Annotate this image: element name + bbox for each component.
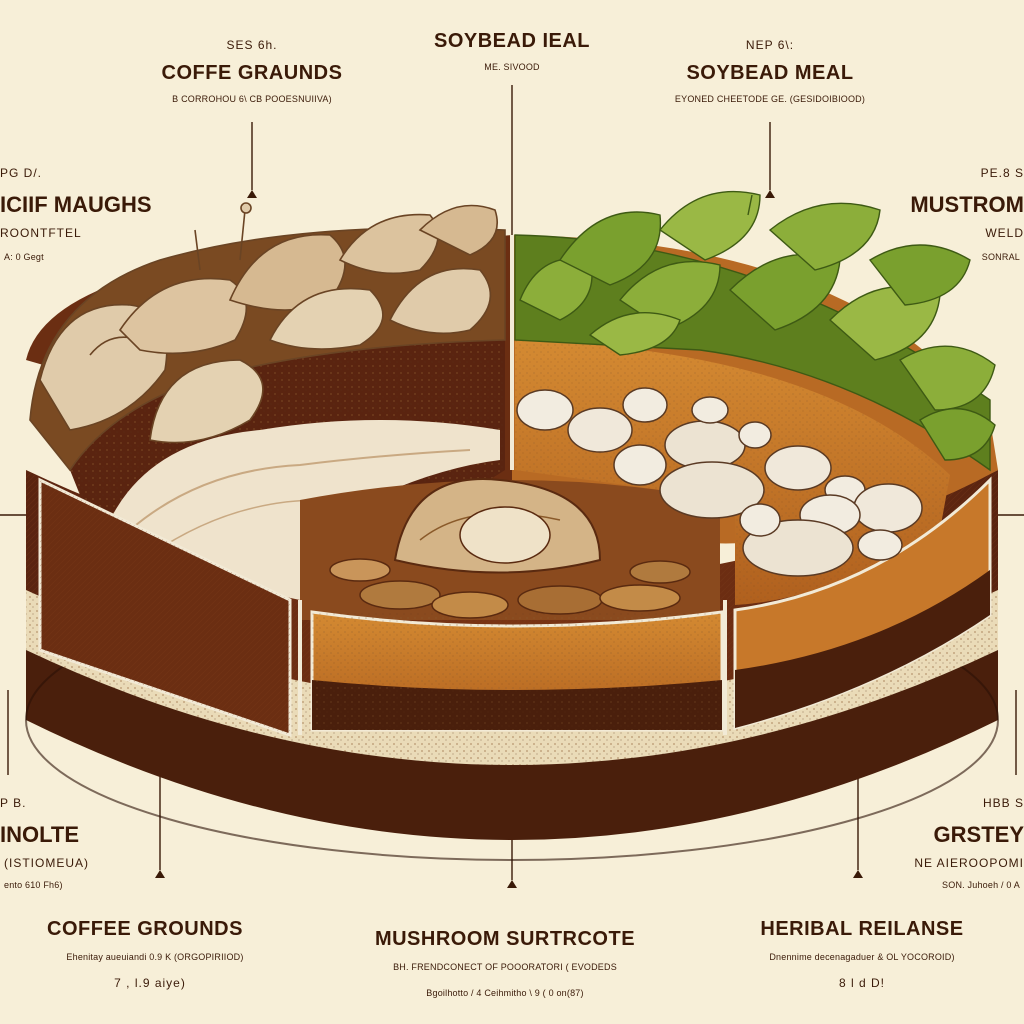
label-right-lower-extra: SON. Juhoeh / 0 A bbox=[942, 880, 1020, 890]
label-left-lower-sub: (ISTIOMEUA) bbox=[4, 856, 89, 870]
oyster-mushroom-cluster-icon bbox=[29, 202, 506, 472]
label-top-right-sub: EYONED CHEETODE GE. (GESIDOIBIOOD) bbox=[674, 94, 866, 104]
label-bottom-left-sub: Ehenitay aueuiandi 0.9 K (ORGOPIRIIOD) bbox=[66, 952, 244, 962]
label-right-upper-title: MUSTROM bbox=[910, 192, 1024, 217]
label-left-upper-title: ICIIF MAUGHS bbox=[0, 192, 152, 217]
label-left-upper-extra: A: 0 Gegt bbox=[4, 252, 44, 262]
green-leaf-cluster-icon bbox=[514, 190, 996, 472]
label-left-lower-code: P B. bbox=[0, 796, 27, 810]
label-bottom-right-title: HERIBAL REILANSE bbox=[760, 918, 964, 940]
label-top-left-sub: B CORROHOU 6\ CB POOESNUIIVA) bbox=[172, 94, 332, 104]
label-left-upper-code: PG D/. bbox=[0, 166, 43, 180]
label-bottom-center-extra: Bgoilhotto / 4 Ceihmitho \ 9 ( 0 on(87) bbox=[426, 988, 584, 998]
label-right-lower-code: HBB S bbox=[982, 796, 1024, 810]
label-right-upper-code: PE.8 S bbox=[980, 166, 1024, 180]
label-left-lower-extra: ento 610 Fh6) bbox=[4, 880, 63, 890]
label-top-right-code: NEP 6\: bbox=[745, 38, 795, 52]
label-bottom-right-sub: Dnennime decenagaduer & OL YOCOROID) bbox=[769, 952, 955, 962]
label-top-center-title: SOYBEAD IEAL bbox=[433, 30, 591, 52]
label-top-right-title: SOYBEAD MEAL bbox=[686, 62, 854, 84]
label-right-upper-sub: WELD bbox=[985, 226, 1024, 240]
label-left-upper-sub: ROONTFTEL bbox=[0, 226, 82, 240]
label-right-lower-title: GRSTEY bbox=[933, 822, 1024, 847]
label-bottom-center-title: MUSHROOM SURTRCOTE bbox=[374, 928, 636, 950]
sliced-mushroom-pile-icon bbox=[329, 478, 691, 619]
label-bottom-left-title: COFFEE GROUNDS bbox=[47, 918, 243, 940]
label-top-center-sub: ME. SIVOOD bbox=[484, 62, 540, 72]
label-left-lower-title: INOLTE bbox=[0, 822, 80, 847]
label-bottom-center-sub: BH. FRENDCONECT OF POOORATORI ( EVODEDS bbox=[393, 962, 617, 972]
label-right-lower-sub: NE AIEROOPOMI bbox=[914, 856, 1024, 870]
button-mushroom-cluster-icon bbox=[516, 387, 923, 577]
label-bottom-left-extra: 7 , l.9 aiye) bbox=[114, 976, 186, 990]
button-mushroom-section bbox=[515, 340, 992, 730]
mushroom-substrate-section bbox=[300, 478, 724, 732]
label-top-left-code: SES 6h. bbox=[226, 38, 278, 52]
section-dividers bbox=[298, 235, 727, 735]
label-bottom-right-extra: 8 l d D! bbox=[838, 976, 886, 990]
label-right-upper-extra: SONRAL bbox=[981, 252, 1020, 262]
label-top-left-title: COFFE GRAUNDS bbox=[161, 62, 343, 84]
